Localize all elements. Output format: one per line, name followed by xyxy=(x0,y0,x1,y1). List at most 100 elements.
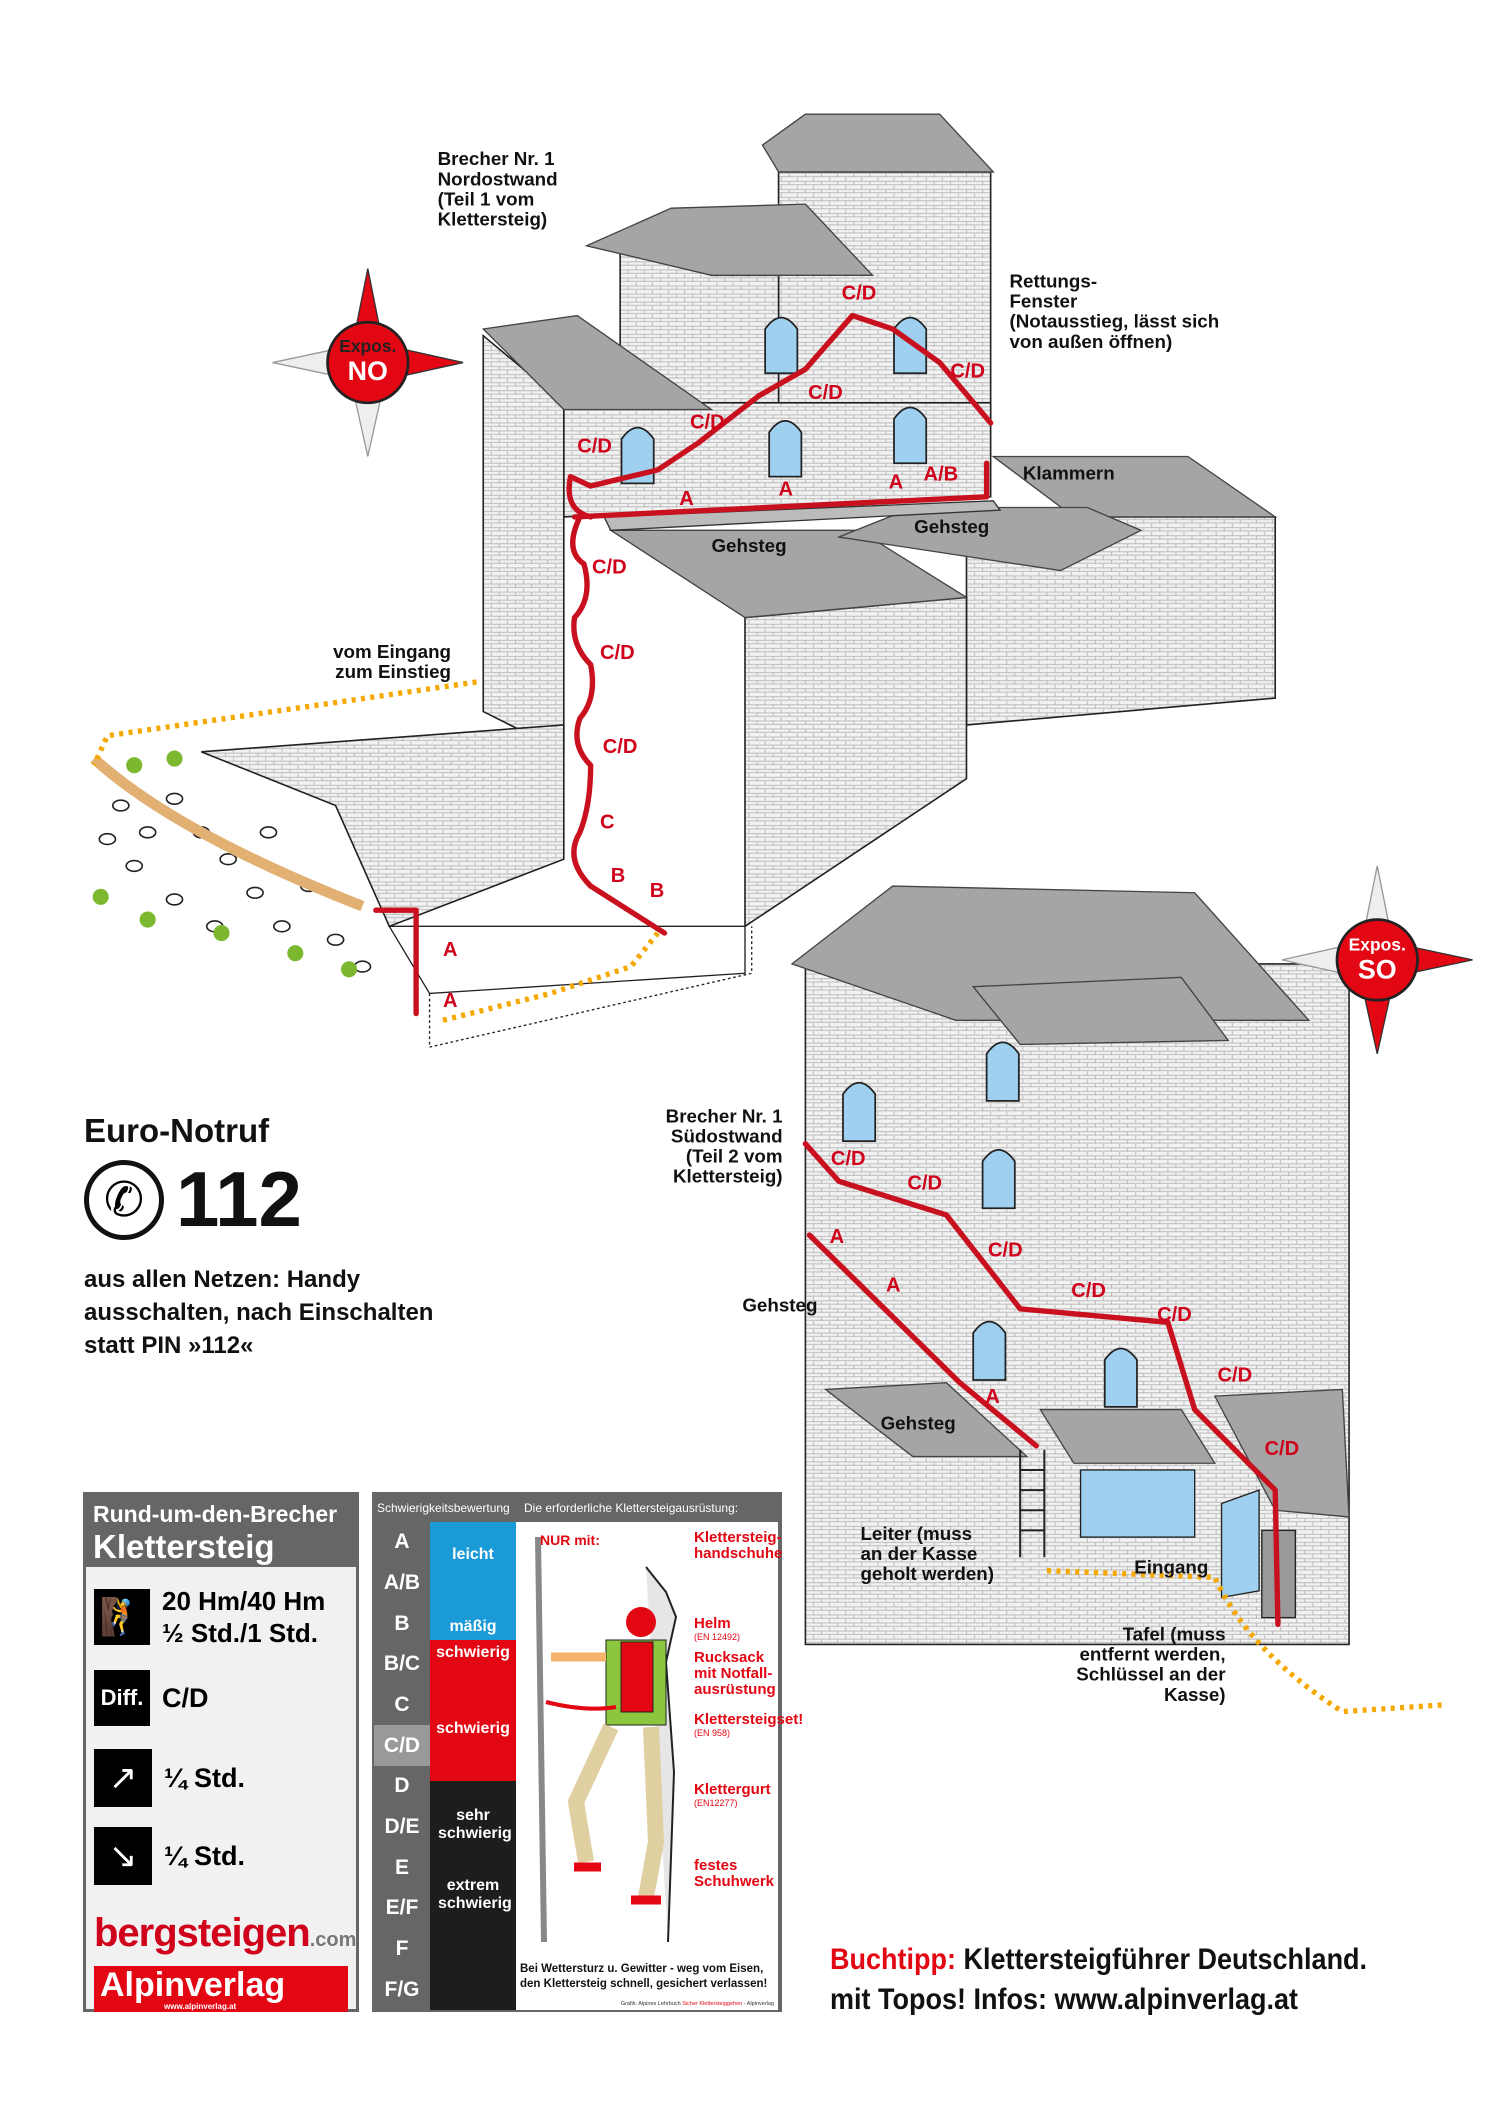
pit-path xyxy=(442,931,660,1023)
svg-text:A: A xyxy=(830,1226,845,1248)
equipment-item: Klettergurt(EN12277) xyxy=(694,1781,771,1809)
entrance-path xyxy=(1046,1567,1444,1715)
upper-grade-labels: C/D C/D C/D C/D C/D A A A A/B C/D C/D C/… xyxy=(443,282,985,1011)
grade-item: A/B xyxy=(383,1571,421,1594)
svg-text:A: A xyxy=(679,488,694,510)
emergency-number: 112 xyxy=(176,1155,302,1243)
emergency-text: aus allen Netzen: Handy xyxy=(84,1266,361,1293)
upper-route-traverse xyxy=(571,460,990,520)
bergsteigen-logo[interactable]: bergsteigen.com xyxy=(94,1911,357,1955)
equipment-item: Klettersteigset!(EN 958) xyxy=(694,1711,804,1739)
band-difficult: schwierig schwierig xyxy=(430,1640,516,1781)
svg-text:C/D: C/D xyxy=(592,556,627,578)
emergency-block: Euro-Notruf ✆ 112 aus allen Netzen: Hand… xyxy=(84,1112,504,1362)
grade-item: A xyxy=(394,1530,410,1554)
equipment-illustration: NUR mit: Klettersteig-handschuhe Helm(EN… xyxy=(516,1522,804,2010)
grade-item: B/C xyxy=(383,1652,421,1676)
svg-text:A: A xyxy=(985,1386,1000,1408)
climber-illustration xyxy=(535,1536,678,1943)
grade-item: F xyxy=(395,1937,409,1961)
svg-text:Brecher Nr. 1: Brecher Nr. 1 xyxy=(438,148,555,169)
svg-text:A: A xyxy=(443,990,458,1012)
svg-text:von außen öffnen): von außen öffnen) xyxy=(1009,331,1172,352)
walkway-label: Gehsteg xyxy=(742,1295,817,1316)
svg-text:Klettersteig): Klettersteig) xyxy=(438,209,548,230)
svg-text:A: A xyxy=(443,939,458,961)
only-with-label: NUR mit: xyxy=(540,1532,600,1548)
descent-time: ¼ Std. xyxy=(164,1840,246,1871)
emergency-title: Euro-Notruf xyxy=(84,1112,270,1149)
svg-text:Rettungs-: Rettungs- xyxy=(1009,270,1097,291)
svg-text:C/D: C/D xyxy=(600,642,635,664)
difficulty-badge: Diff. xyxy=(94,1670,150,1726)
entrance-label: Eingang xyxy=(1134,1556,1208,1577)
svg-text:A: A xyxy=(889,472,904,494)
svg-text:geholt werden): geholt werden) xyxy=(860,1563,994,1584)
warning-text: Bei Wettersturz u. Gewitter - weg vom Ei… xyxy=(520,1963,768,1990)
equipment-item: festes Schuhwerk xyxy=(694,1857,775,1890)
grade-item: D/E xyxy=(384,1815,420,1839)
grade-item: E xyxy=(394,1855,409,1879)
svg-text:C/D: C/D xyxy=(1157,1304,1192,1326)
info-panel: Rund-um-den-Brecher Klettersteig 🧗 20 Hm… xyxy=(83,1492,359,2012)
lower-route-a xyxy=(806,1232,1039,1449)
svg-text:Nordostwand: Nordostwand xyxy=(438,168,558,189)
alpinverlag-logo[interactable]: Alpinverlag www.alpinverlag.at xyxy=(94,1966,348,2012)
ladder-label: Leiter (muss an der Kasse geholt werden) xyxy=(860,1523,994,1584)
equipment-item: Klettersteig-handschuhe xyxy=(694,1529,783,1562)
svg-text:C/D: C/D xyxy=(950,360,985,382)
climber-icon: 🧗 xyxy=(94,1589,150,1645)
grade-item: D xyxy=(394,1774,410,1798)
svg-text:C/D: C/D xyxy=(1264,1438,1299,1460)
walkway-label: Gehsteg xyxy=(881,1413,956,1434)
emergency-text: statt PIN »112« xyxy=(84,1332,254,1359)
panel-title-large: Klettersteig xyxy=(93,1528,275,1565)
svg-text:C/D: C/D xyxy=(603,736,638,758)
svg-text:A: A xyxy=(779,478,794,500)
approach-time: ¼ Std. xyxy=(164,1762,246,1793)
svg-text:C/D: C/D xyxy=(690,411,725,433)
walkway-label: Gehsteg xyxy=(914,516,989,537)
upper-building xyxy=(90,113,1278,1048)
scale-header: Schwierigkeitsbewertung xyxy=(377,1501,510,1515)
svg-text:C/D: C/D xyxy=(808,382,843,404)
compass-se: Expos. SO xyxy=(1281,865,1473,1054)
panel-title-small: Rund-um-den-Brecher xyxy=(93,1501,338,1527)
north-wall-label: Brecher Nr. 1 Nordostwand (Teil 1 vom Kl… xyxy=(438,148,558,229)
svg-text:SO: SO xyxy=(1358,955,1397,985)
emergency-text: ausschalten, nach Einschalten xyxy=(84,1299,434,1326)
svg-text:Schlüssel an der: Schlüssel an der xyxy=(1076,1664,1226,1685)
lower-building xyxy=(790,885,1350,1646)
book-tip-link[interactable]: mit Topos! Infos: www.alpinverlag.at xyxy=(830,1983,1299,2016)
height-time: 20 Hm/40 Hm xyxy=(162,1586,326,1616)
svg-text:(Teil 2 vom: (Teil 2 vom xyxy=(686,1146,783,1167)
svg-text:C/D: C/D xyxy=(907,1172,942,1194)
svg-text:vom Eingang: vom Eingang xyxy=(333,641,451,662)
approach-path xyxy=(91,679,477,767)
rescue-window-label: Rettungs- Fenster (Notausstieg, lässt si… xyxy=(1009,270,1219,351)
walkway-label: Gehsteg xyxy=(711,535,786,556)
south-wall-label: Brecher Nr. 1 Südostwand (Teil 2 vom Kle… xyxy=(666,1105,783,1186)
equipment-item: Helm(EN 12492) xyxy=(694,1615,741,1643)
equipment-item: Rucksack mit Notfall-ausrüstung xyxy=(694,1649,776,1698)
lower-route-cd xyxy=(802,1141,1281,1628)
svg-text:C/D: C/D xyxy=(577,435,612,457)
svg-text:C/D: C/D xyxy=(1218,1364,1253,1386)
svg-text:B: B xyxy=(611,865,626,887)
band-very-difficult: sehr schwierig extrem schwierig xyxy=(430,1781,516,2010)
svg-text:NO: NO xyxy=(348,356,388,386)
svg-text:C/D: C/D xyxy=(842,282,877,304)
svg-text:(Teil 1 vom: (Teil 1 vom xyxy=(438,188,535,209)
sign-label: Tafel (muss entfernt werden, Schlüssel a… xyxy=(1076,1623,1226,1704)
svg-text:A: A xyxy=(886,1274,901,1296)
equipment-header: Die erforderliche Klettersteigausrüstung… xyxy=(524,1501,739,1515)
svg-text:Brecher Nr. 1: Brecher Nr. 1 xyxy=(666,1105,783,1126)
svg-text:Expos.: Expos. xyxy=(339,336,396,356)
band-easy: leicht mäßig xyxy=(430,1522,516,1640)
entry-ladder xyxy=(373,907,419,1017)
duration: ½ Std./1 Std. xyxy=(162,1618,319,1648)
upper-route-vertical xyxy=(570,514,668,936)
grade-item: F/G xyxy=(384,1977,420,2001)
svg-text:Klettersteig): Klettersteig) xyxy=(673,1166,783,1187)
